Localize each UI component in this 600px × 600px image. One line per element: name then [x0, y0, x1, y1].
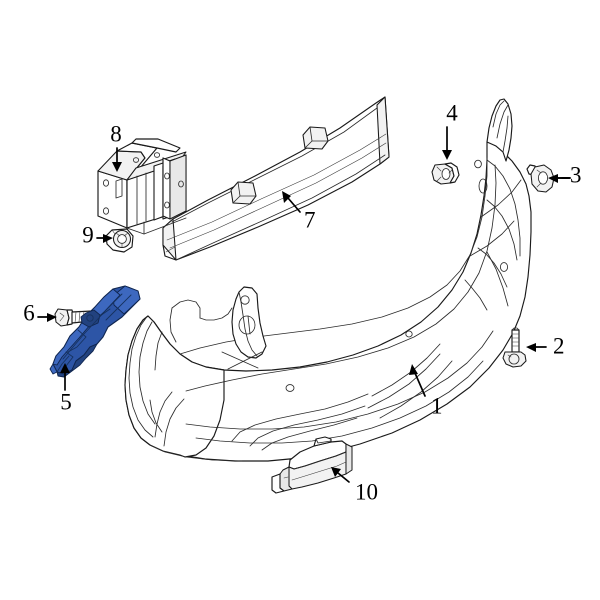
callout-leader-3: [548, 174, 571, 183]
callout-leader-2: [526, 343, 547, 352]
part-impact-bar-bracket-flange-nut[interactable]: [105, 228, 134, 253]
part-bumper-cover-side-retainer-bracket-highlighted[interactable]: [49, 285, 141, 378]
callout-leader-9: [96, 234, 113, 243]
callout-label-7: 7: [304, 207, 316, 232]
callout-label-4: 4: [446, 100, 458, 125]
callout-leader-5: [60, 363, 70, 391]
callout-leader-10: [331, 467, 350, 483]
part-rear-bumper-cover[interactable]: [124, 98, 532, 462]
callout-leader-7: [282, 191, 301, 213]
callout-label-5: 5: [60, 389, 72, 414]
callout-label-1: 1: [431, 393, 443, 418]
callout-leader-4: [442, 126, 452, 160]
callout-leader-6: [37, 313, 57, 322]
callout-label-6: 6: [23, 300, 35, 325]
part-impact-bar-mounting-bracket[interactable]: [97, 138, 187, 235]
part-bumper-cover-grommet-nut[interactable]: [431, 162, 460, 185]
callout-leader-8: [112, 147, 122, 172]
callout-label-10: 10: [355, 479, 378, 504]
callout-label-8: 8: [110, 121, 122, 146]
callout-label-9: 9: [82, 222, 94, 247]
part-bumper-cover-push-pin-retainer[interactable]: [526, 164, 555, 193]
callout-leader-1: [409, 364, 426, 397]
callout-label-3: 3: [570, 162, 582, 187]
part-impact-bar-reinforcement[interactable]: [162, 96, 390, 261]
callout-label-2: 2: [553, 333, 565, 358]
part-rear-bumper-lower-energy-absorber[interactable]: [271, 436, 353, 494]
part-bumper-cover-bolt[interactable]: [502, 327, 527, 368]
